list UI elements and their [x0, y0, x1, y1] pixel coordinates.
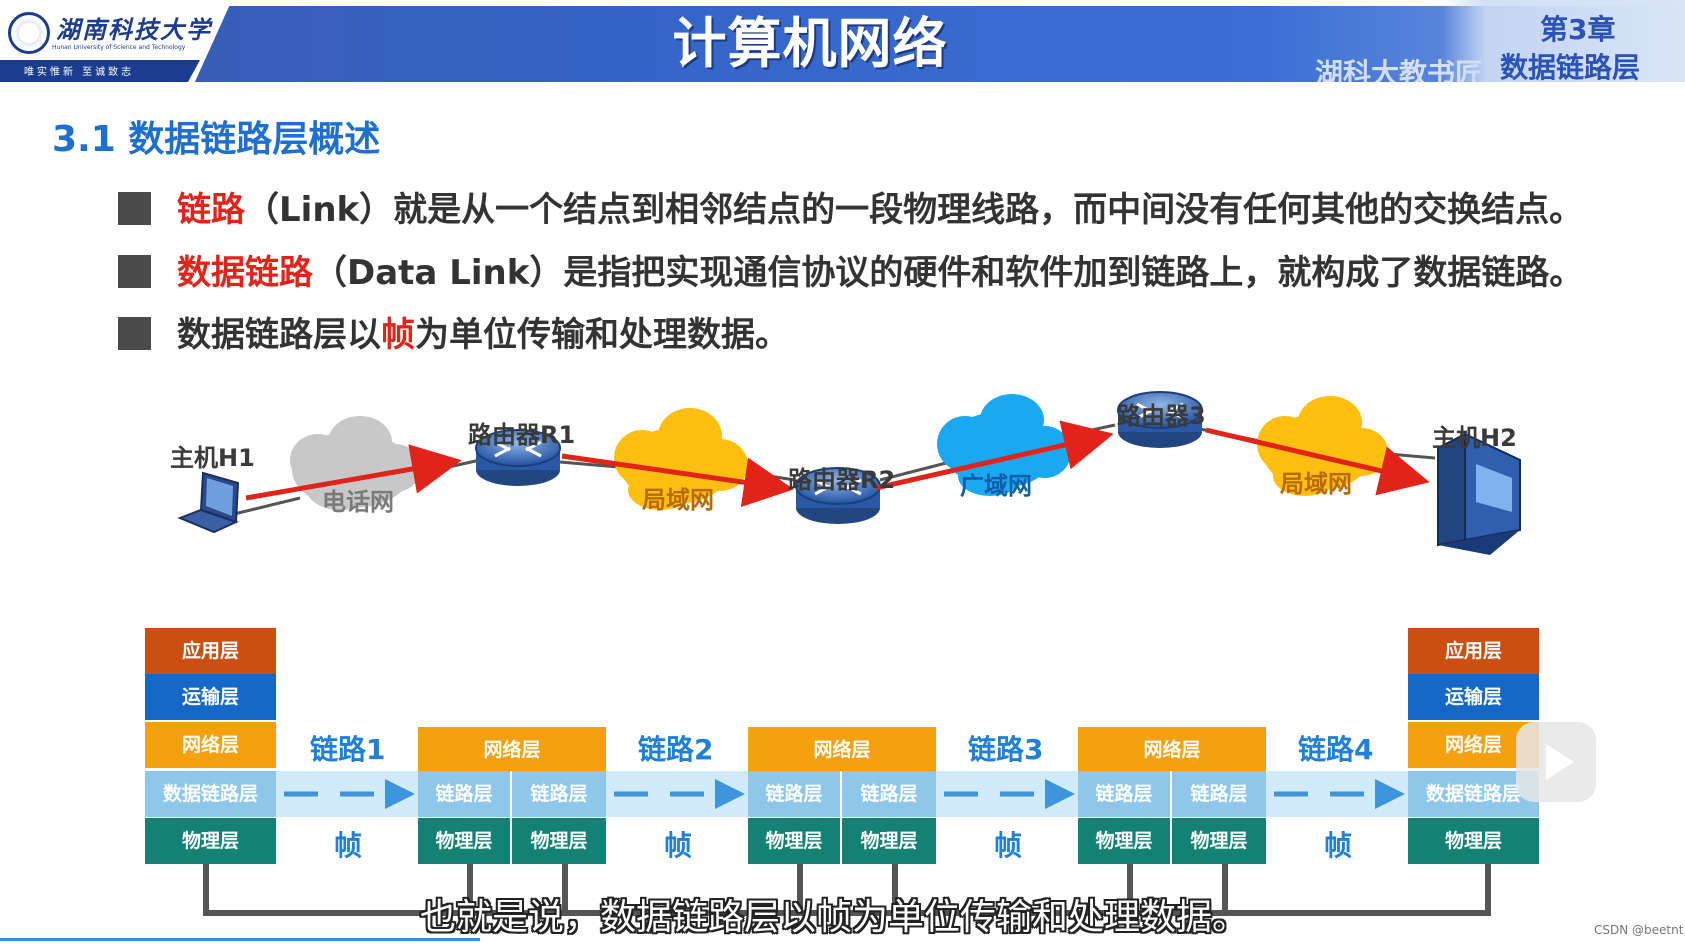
- desktop-computer-icon: [1437, 432, 1521, 555]
- bullet-square-icon: [118, 255, 151, 288]
- diagram-graphics: [177, 391, 1521, 916]
- link-layer: 链路层: [1078, 771, 1172, 817]
- bullet-frame-unit: 数据链路层以帧为单位传输和处理数据。: [118, 307, 789, 357]
- university-name: 湖南科技大学: [56, 15, 212, 44]
- phone-network-cloud-icon: [290, 416, 421, 510]
- data-path-arrows: [245, 420, 1430, 508]
- network-layer: 网络层: [1078, 727, 1266, 773]
- host-h2-label: 主机H2: [1432, 424, 1517, 452]
- university-motto: 唯实惟新 至诚致志: [24, 67, 135, 78]
- bullet-text-suffix: 为单位传输和处理数据。: [415, 315, 789, 355]
- network-layer: 网络层: [418, 727, 606, 773]
- router-r3-icon: [1117, 391, 1203, 448]
- physical-layer: 物理层: [145, 818, 276, 864]
- link-4-label: 链路4: [1298, 733, 1374, 766]
- application-layer: 应用层: [1408, 628, 1539, 674]
- chapter-name: 数据链路层: [1500, 51, 1641, 84]
- lan-2-label: 局域网: [1280, 470, 1352, 498]
- course-title: 计算机网络: [672, 12, 948, 75]
- logo-motto-bar: [0, 60, 200, 82]
- physical-layer: 物理层: [748, 818, 842, 864]
- bullet-link-definition: 链路（Link）就是从一个结点到相邻结点的一段物理线路，而中间没有任何其他的交换…: [118, 182, 1583, 232]
- physical-layer: 物理层: [512, 818, 606, 864]
- router-r1-icon: [475, 429, 561, 486]
- lan-cloud-icon: [614, 408, 748, 510]
- frame-label: 帧: [664, 829, 693, 862]
- physical-layer: 物理层: [1078, 818, 1172, 864]
- university-name-en: Hunan University of Science and Technolo…: [52, 44, 186, 51]
- physical-wires: [203, 860, 1491, 916]
- frame-label: 帧: [1324, 829, 1353, 862]
- router-r3-badge: ROUTER: [1145, 461, 1182, 470]
- bullet-text: （Data Link）是指把实现通信协议的硬件和软件加到链路上，就构成了数据链路…: [313, 253, 1584, 293]
- bullet-datalink-definition: 数据链路（Data Link）是指把实现通信协议的硬件和软件加到链路上，就构成了…: [118, 245, 1583, 295]
- host-h1-label: 主机H1: [170, 444, 255, 472]
- link-3-label: 链路3: [968, 733, 1044, 766]
- network-diagram: 主机H1 路由器R1 路由器R2 路由器3 主机H2 ROUTER ROUTER…: [0, 370, 1685, 945]
- link-2-label: 链路2: [638, 733, 714, 766]
- header-bar: [0, 6, 1685, 82]
- datalink-band: [1266, 771, 1408, 817]
- chapter-box: [1442, 0, 1685, 82]
- router-r2-icon: [795, 467, 881, 524]
- link-layer: 链路层: [512, 771, 606, 817]
- lan-cloud-icon: [1257, 396, 1388, 496]
- phone-network-label: 电话网: [322, 488, 394, 516]
- physical-layer: 物理层: [1172, 818, 1266, 864]
- bullet-text: （Link）就是从一个结点到相邻结点的一段物理线路，而中间没有任何其他的交换结点…: [245, 190, 1584, 230]
- lan-1-label: 局域网: [642, 486, 714, 514]
- link-1-label: 链路1: [310, 733, 386, 766]
- chapter-number: 第3章: [1540, 13, 1616, 46]
- link-layer: 链路层: [748, 771, 842, 817]
- datalink-band: [606, 771, 748, 817]
- wan-label: 广域网: [960, 472, 1032, 500]
- physical-layer: 物理层: [842, 818, 936, 864]
- wan-cloud-icon: [937, 394, 1071, 496]
- transport-layer: 运输层: [1408, 674, 1539, 720]
- csdn-watermark: CSDN @beetnt: [1594, 923, 1684, 937]
- link-layer: 链路层: [1172, 771, 1266, 817]
- application-layer: 应用层: [145, 628, 276, 674]
- physical-layer: 物理层: [1408, 818, 1539, 864]
- frame-label: 帧: [334, 829, 363, 862]
- bullet-square-icon: [118, 317, 151, 350]
- datalink-layer: 数据链路层: [145, 771, 276, 817]
- physical-layer: 物理层: [418, 818, 512, 864]
- router-r1-badge: ROUTER: [503, 499, 540, 508]
- video-subtitle: 也就是说，数据链路层以帧为单位传输和处理数据。: [420, 897, 1249, 938]
- link-layer: 链路层: [418, 771, 512, 817]
- play-button[interactable]: [1516, 722, 1596, 802]
- network-layer: 网络层: [748, 727, 936, 773]
- transport-layer: 运输层: [145, 674, 276, 720]
- datalink-band: [276, 771, 418, 817]
- router-r3-label: 路由器3: [1117, 402, 1206, 430]
- router-r1-label: 路由器R1: [468, 421, 576, 449]
- link-layer: 链路层: [842, 771, 936, 817]
- frame-label: 帧: [994, 829, 1023, 862]
- bullet-keyword: 帧: [381, 315, 415, 355]
- datalink-band: [936, 771, 1078, 817]
- header: 湖南科技大学 Hunan University of Science and T…: [0, 0, 1685, 90]
- university-seal-icon: [8, 12, 50, 54]
- bullet-keyword: 链路: [177, 190, 245, 230]
- bullet-text-prefix: 数据链路层以: [177, 315, 381, 355]
- section-title: 3.1 数据链路层概述: [52, 119, 381, 160]
- laptop-icon: [177, 471, 240, 534]
- video-progress-bar[interactable]: [0, 938, 480, 941]
- bullet-keyword: 数据链路: [177, 253, 313, 293]
- network-layer: 网络层: [145, 722, 276, 768]
- bullet-square-icon: [118, 192, 151, 225]
- router-r2-badge: ROUTER: [823, 537, 860, 546]
- play-icon: [1546, 744, 1574, 780]
- router-r2-label: 路由器R2: [788, 466, 896, 494]
